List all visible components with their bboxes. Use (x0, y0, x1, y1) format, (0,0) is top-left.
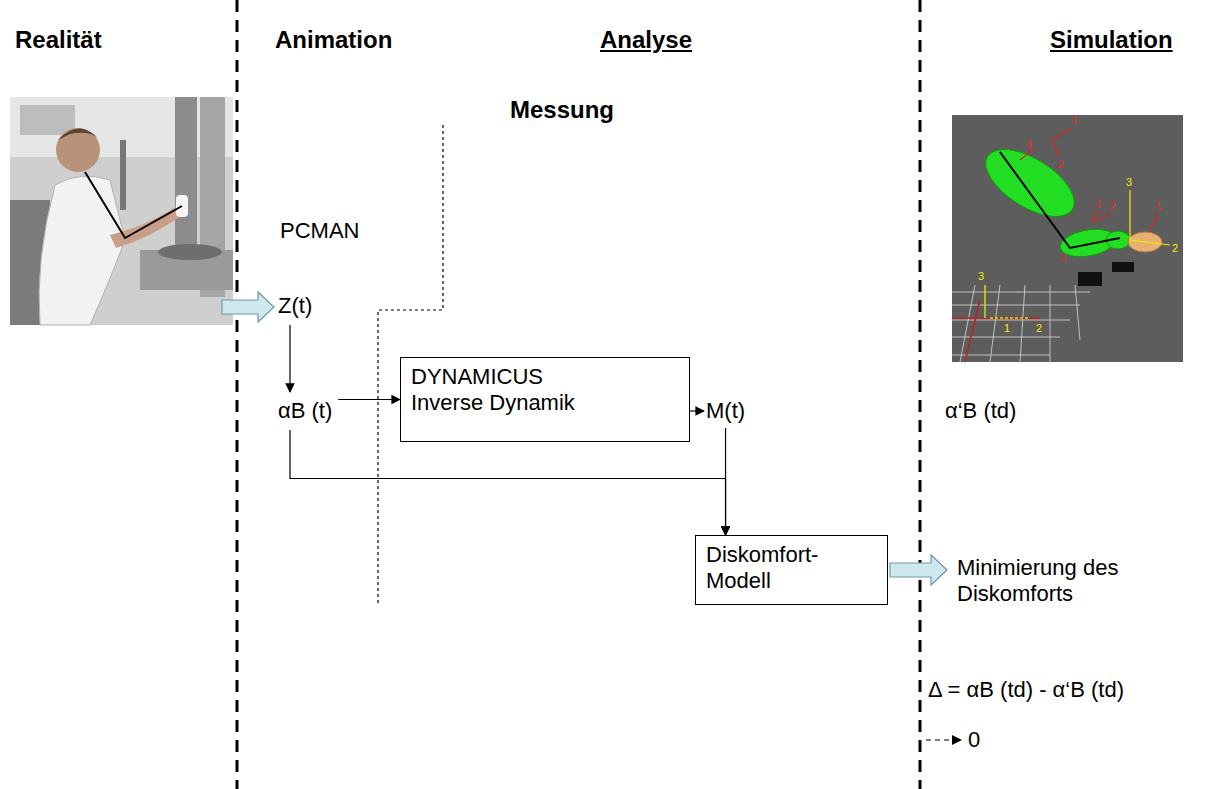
section-heading: Analyse (600, 25, 692, 54)
node-text: M(t) (706, 398, 745, 424)
signal-label: M(t) (706, 398, 745, 424)
section-heading: Realität (15, 25, 102, 54)
photo-illustration (10, 97, 233, 325)
region-heading: Messung (510, 95, 614, 124)
result-text: Minimierung des Diskomforts (957, 555, 1129, 607)
node-text: Diskomfort- Modell (706, 542, 856, 594)
node-text: αB (t) (278, 398, 332, 424)
axis-number: 3 (978, 270, 984, 283)
signal-label: Z(t) (278, 293, 312, 319)
connector-arrow (338, 399, 400, 400)
formula-label: 0 (968, 727, 980, 753)
section-divider (919, 0, 922, 789)
node-text: Z(t) (278, 293, 312, 319)
connector-arrow (290, 430, 726, 535)
signal-label: αB (t) (278, 398, 332, 424)
connector-arrow (289, 325, 290, 392)
node-text: DYNAMICUS Inverse Dynamik (411, 364, 601, 416)
axis-number: 3 (1026, 138, 1032, 151)
axis-number: 1 (1072, 114, 1078, 127)
section-heading: Animation (275, 25, 392, 54)
axis-number: 2 (1036, 322, 1042, 335)
axis-number: 1 (1004, 322, 1010, 335)
axis-number: 2 (1172, 242, 1178, 255)
simulation-illustration (952, 115, 1183, 362)
section-heading: Simulation (1050, 25, 1173, 54)
formula-label: α‘B (td) (945, 398, 1016, 424)
software-name: PCMAN (280, 218, 359, 244)
process-box: Diskomfort- Modell (695, 535, 888, 605)
arrow-head (952, 735, 962, 745)
axis-number: 3 (1060, 252, 1066, 265)
axis-number: 2 (1110, 200, 1116, 213)
axis-number: 3 (1126, 176, 1132, 189)
formula-label: Δ = αB (td) - α‘B (td) (928, 677, 1124, 703)
axis-number: 2 (1058, 158, 1064, 171)
block-arrow (222, 292, 274, 322)
connector-arrow (690, 410, 704, 411)
node-text: Minimierung des Diskomforts (957, 555, 1129, 607)
block-arrow (890, 555, 947, 585)
convergence-arrow (926, 739, 952, 740)
process-box: DYNAMICUS Inverse Dynamik (400, 357, 690, 442)
section-divider (236, 0, 239, 789)
axis-number: 1 (1096, 198, 1102, 211)
axis-number: 1 (1156, 200, 1162, 213)
